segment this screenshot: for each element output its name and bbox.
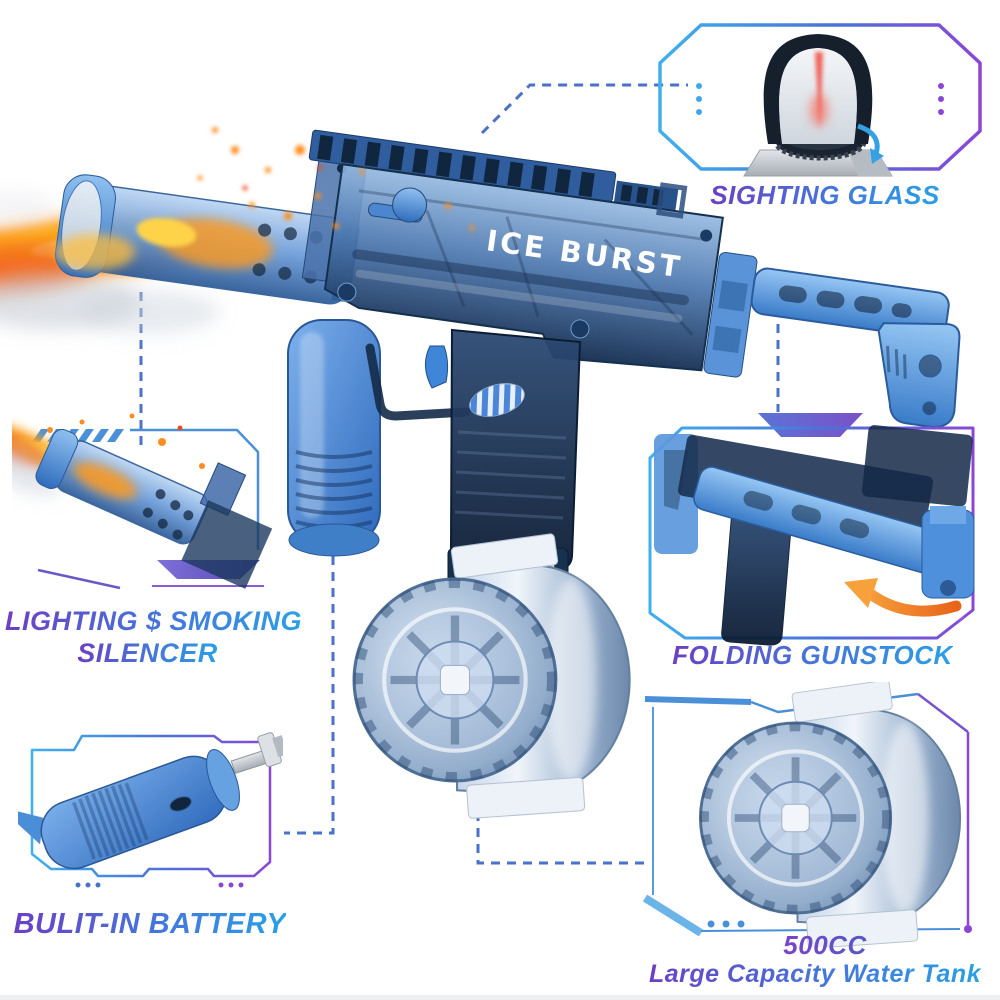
pistol-grip — [449, 328, 582, 571]
callout-sighting-glass — [655, 16, 985, 184]
folding-stock-icon — [654, 425, 975, 646]
red-dot-sight-icon — [743, 34, 893, 177]
usb-c-port-icon — [169, 796, 192, 812]
callout-water-tank — [635, 682, 985, 947]
label-silencer-line1: LIGHTING $ SMOKING — [5, 606, 303, 636]
label-folding-gunstock: FOLDING GUNSTOCK — [672, 640, 953, 670]
flaming-silencer-icon — [12, 413, 273, 589]
connector-tank — [476, 812, 650, 865]
callout-frame — [658, 23, 982, 171]
trigger — [425, 345, 449, 389]
callout-frame — [30, 734, 272, 878]
drum-water-tank — [354, 533, 630, 818]
label-tank-description: Large Capacity Water Tank — [648, 960, 982, 988]
drum-water-tank-icon — [700, 682, 960, 947]
grip-battery-icon — [18, 732, 283, 870]
pointer-trapezoid — [758, 413, 863, 437]
callout-frame — [130, 428, 260, 550]
callout-frame — [648, 426, 975, 640]
charge-prong-icon — [230, 732, 283, 775]
callout-folding-gunstock — [640, 410, 985, 650]
callout-silencer — [12, 408, 278, 600]
charging-knob — [367, 187, 428, 223]
image-bottom-edge — [0, 995, 1000, 1000]
connector-sight — [480, 83, 688, 135]
shoulder-stock — [750, 267, 961, 428]
label-battery: BULIT-IN BATTERY — [13, 908, 287, 940]
rotate-arrow-icon — [857, 123, 880, 155]
sparks — [197, 127, 475, 231]
label-silencer-line2: SILENCER — [77, 638, 218, 668]
stock-hinge — [703, 251, 758, 378]
label-sighting-glass: SIGHTING GLASS — [710, 180, 940, 210]
connector-battery — [284, 556, 335, 835]
front-grip — [287, 319, 381, 557]
label-tank-capacity: 500CC — [783, 930, 867, 960]
rear-sight-hook — [656, 182, 688, 219]
callout-battery — [18, 722, 283, 904]
trigger-guard — [365, 343, 471, 421]
gun-upper-assembly: ICE BURST — [54, 129, 961, 428]
